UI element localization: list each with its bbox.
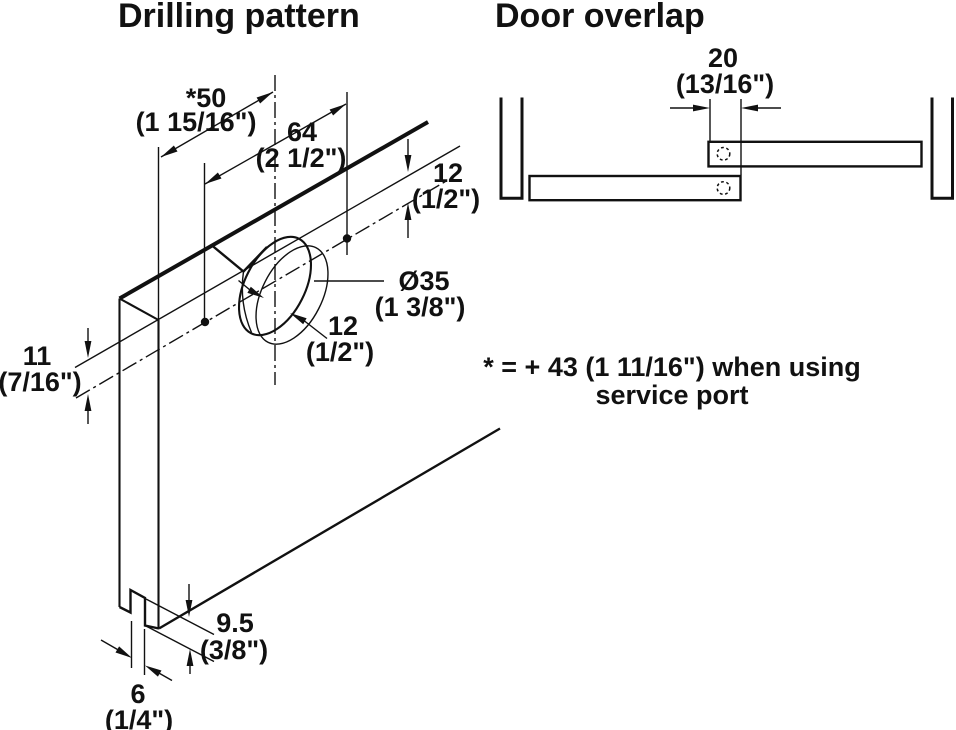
door-bar-upper	[707, 140, 923, 168]
dimension-35: Ø35 (1 3/8")	[314, 266, 465, 322]
dim-12-edge-mm: 12	[433, 158, 463, 188]
dimension-12-edge: 12 (1/2")	[404, 139, 480, 238]
door-bar-lower	[528, 174, 742, 202]
dim-35-mm: Ø35	[398, 266, 449, 296]
dimension-6: 6 (1/4")	[100, 639, 173, 730]
drilling-pattern-figure: *50 (1 15/16") 64 (2 1/2") 12 (1/2") Ø35…	[0, 75, 501, 730]
note-line-1: * = + 43 (1 11/16") when using	[483, 352, 860, 382]
cup-depth-ellipse	[255, 245, 329, 345]
cup-opening-ellipse	[237, 235, 313, 337]
drilling-pattern-title: Drilling pattern	[118, 0, 360, 35]
panel-bottom-face-edge	[158, 427, 501, 630]
service-port-note: * = + 43 (1 11/16") when using service p…	[483, 352, 860, 410]
dim-20-inch: (13/16")	[676, 69, 774, 99]
dimension-50: *50 (1 15/16")	[136, 83, 274, 158]
dim-12-depth-mm: 12	[328, 311, 358, 341]
dim-11-mm: 11	[23, 341, 52, 371]
dim-9-5-inch: (3/8")	[200, 635, 268, 665]
dimension-11: 11 (7/16")	[0, 328, 92, 424]
drill-dot-right	[342, 234, 352, 243]
panel-end-top-edge	[118, 297, 160, 321]
dim-64-inch: (2 1/2")	[256, 143, 347, 173]
panel-top-front-edge	[118, 120, 429, 301]
dim-64-mm: 64	[287, 117, 317, 147]
hole-centerline-diagonal	[75, 179, 449, 399]
cup-hole	[211, 235, 329, 345]
cup-cutaway-notch	[211, 244, 268, 274]
dimension-64: 64 (2 1/2")	[204, 103, 347, 185]
panel-top-back-edge	[74, 145, 461, 369]
note-line-2: service port	[595, 380, 748, 410]
dim-11-inch: (7/16")	[0, 367, 82, 397]
dim-35-inch: (1 3/8")	[375, 292, 466, 322]
cabinet-left-wall	[499, 97, 524, 200]
panel-bottom-notch	[118, 587, 160, 630]
dim-6-inch: (1/4")	[105, 705, 173, 730]
cabinet-right-wall	[930, 97, 954, 200]
panel-isometric	[74, 120, 501, 630]
drill-dot-left	[200, 317, 210, 327]
dim-12-edge-inch: (1/2")	[412, 184, 480, 214]
extension-line-notch-bottom	[145, 625, 215, 663]
fitting-position-lower	[716, 180, 731, 196]
dim-9-5-mm: 9.5	[216, 608, 254, 638]
fitting-position-upper	[716, 146, 731, 161]
cup-cutaway-inner-edge	[241, 271, 253, 333]
door-overlap-figure: 20 (13/16")	[499, 43, 954, 202]
dimension-9-5: 9.5 (3/8")	[185, 584, 268, 674]
dim-50-inch: (1 15/16")	[136, 107, 257, 137]
dim-20-mm: 20	[708, 43, 738, 73]
dim-50-mm: *50	[186, 83, 227, 113]
dim-12-depth-inch: (1/2")	[306, 337, 374, 367]
dimension-20: 20 (13/16")	[670, 43, 781, 175]
door-overlap-title: Door overlap	[495, 0, 705, 35]
dim-6-mm: 6	[130, 679, 145, 709]
dimension-12-depth: 12 (1/2")	[238, 279, 374, 367]
